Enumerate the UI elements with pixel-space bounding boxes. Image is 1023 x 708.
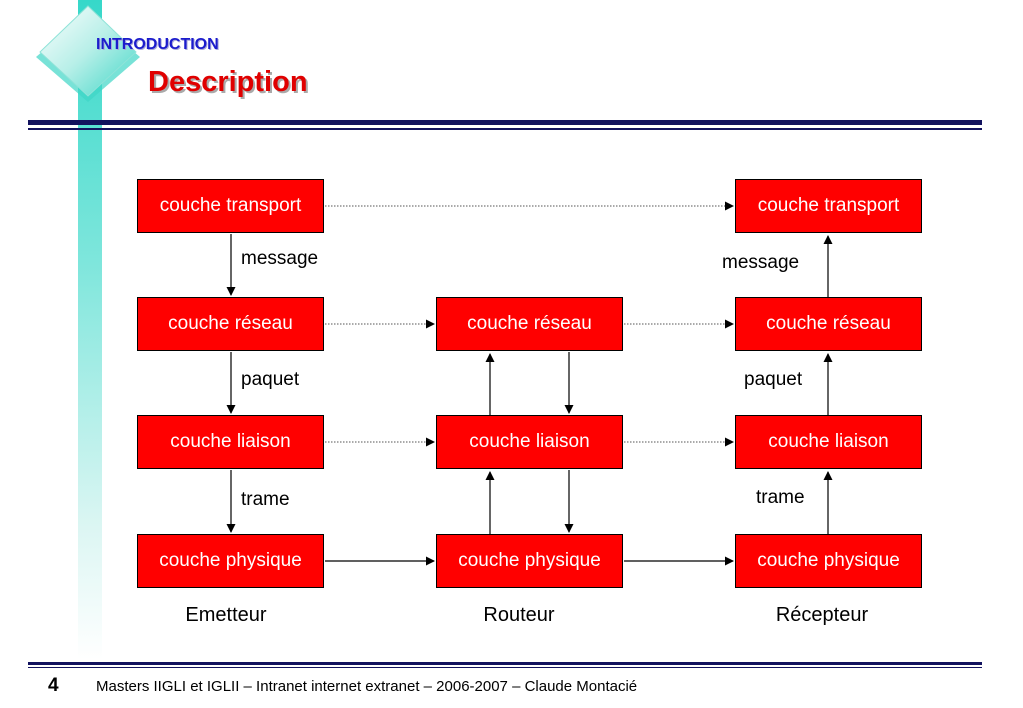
header-divider <box>28 120 982 125</box>
receiver-network-layer: couche réseau <box>735 297 922 351</box>
side-accent-bar <box>78 0 102 660</box>
emitter-frame-label: trame <box>241 489 290 510</box>
footer-divider <box>28 662 982 665</box>
emitter-physical-layer: couche physique <box>137 534 324 588</box>
emitter-name: Emetteur <box>185 604 267 626</box>
receiver-name: Récepteur <box>775 604 869 626</box>
receiver-frame-label: trame <box>756 487 805 508</box>
receiver-physical-layer: couche physique <box>735 534 922 588</box>
footer-divider-thin <box>28 667 982 668</box>
slide-title: Description <box>148 66 308 98</box>
emitter-link-layer: couche liaison <box>137 415 324 469</box>
router-link-layer: couche liaison <box>436 415 623 469</box>
emitter-message-label: message <box>241 248 319 269</box>
receiver-packet-label: paquet <box>744 369 803 390</box>
section-title: INTRODUCTION <box>96 36 219 53</box>
emitter-network-layer: couche réseau <box>137 297 324 351</box>
router-name: Routeur <box>483 604 555 626</box>
diamond-logo-icon <box>36 5 140 102</box>
receiver-message-label: message <box>722 252 800 273</box>
footer-text: Masters IIGLI et IGLII – Intranet intern… <box>96 678 638 695</box>
router-network-layer: couche réseau <box>436 297 623 351</box>
receiver-transport-layer: couche transport <box>735 179 922 233</box>
page-number: 4 <box>48 675 59 696</box>
emitter-transport-layer: couche transport <box>137 179 324 233</box>
router-physical-layer: couche physique <box>436 534 623 588</box>
header-divider-thin <box>28 128 982 130</box>
receiver-link-layer: couche liaison <box>735 415 922 469</box>
emitter-packet-label: paquet <box>241 369 300 390</box>
